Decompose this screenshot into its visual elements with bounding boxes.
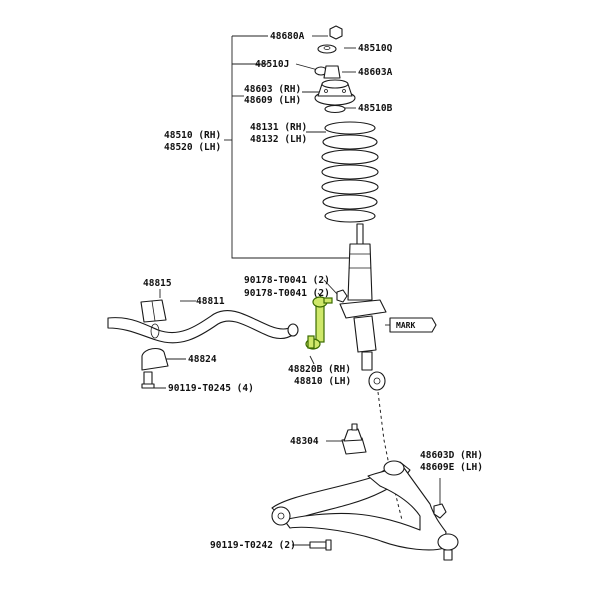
cap-48603a xyxy=(323,65,341,79)
label-48304: 48304 xyxy=(290,436,319,447)
label-90178-t0041-b: 90178-T0041 (2) xyxy=(244,288,330,299)
label-48520-lh: 48520 (LH) xyxy=(164,142,221,153)
label-48603d-rh: 48603D (RH) xyxy=(420,450,483,461)
nut-90178-t0041 xyxy=(336,289,348,303)
stabilizer-link-48820b xyxy=(305,289,348,350)
bolt-90119-t0242 xyxy=(309,541,327,549)
lower-control-arm xyxy=(271,460,459,561)
bolt-90119-t0245 xyxy=(143,371,153,385)
label-mark: MARK xyxy=(396,321,415,330)
label-48609e-lh: 48609E (LH) xyxy=(420,462,483,473)
shock-absorber-48510 xyxy=(339,223,437,391)
label-48680a: 48680A xyxy=(270,31,305,42)
top-mount-stack xyxy=(314,25,356,114)
nut-48680a xyxy=(329,25,343,40)
label-48510j: 48510J xyxy=(255,59,289,70)
coil-spring-48131 xyxy=(321,121,379,223)
label-48510-rh: 48510 (RH) xyxy=(164,130,221,141)
bump-stop-48304 xyxy=(341,423,367,455)
bumper-48510b xyxy=(324,104,346,114)
label-48603a: 48603A xyxy=(358,67,393,78)
washer-48510q xyxy=(317,44,337,54)
stabilizer-bar-48811 xyxy=(107,299,299,389)
label-48510b: 48510B xyxy=(358,103,393,114)
label-48131-rh: 48131 (RH) xyxy=(250,122,307,133)
bracket-48824 xyxy=(141,347,169,371)
label-90119-t0245: 90119-T0245 (4) xyxy=(168,383,254,394)
leader-lines xyxy=(147,35,441,546)
assembly-axis xyxy=(377,391,403,521)
mark-tag xyxy=(389,317,437,333)
label-90178-t0041-a: 90178-T0041 (2) xyxy=(244,275,330,286)
label-48820b-rh: 48820B (RH) xyxy=(288,364,351,375)
label-48815: 48815 xyxy=(143,278,172,289)
part-labels: 48680A 48510Q 48510J 48603A 48603 (RH) 4… xyxy=(143,31,483,551)
label-48824: 48824 xyxy=(188,354,217,365)
label-48132-lh: 48132 (LH) xyxy=(250,134,307,145)
label-48811: 48811 xyxy=(196,296,225,307)
label-48609-lh: 48609 (LH) xyxy=(244,95,301,106)
bracket-48510 xyxy=(231,36,352,259)
label-90119-t0242: 90119-T0242 (2) xyxy=(210,540,296,551)
label-48510q: 48510Q xyxy=(358,43,393,54)
nut-48603d xyxy=(433,503,447,519)
label-48810-lh: 48810 (LH) xyxy=(294,376,351,387)
label-48603-rh: 48603 (RH) xyxy=(244,84,301,95)
